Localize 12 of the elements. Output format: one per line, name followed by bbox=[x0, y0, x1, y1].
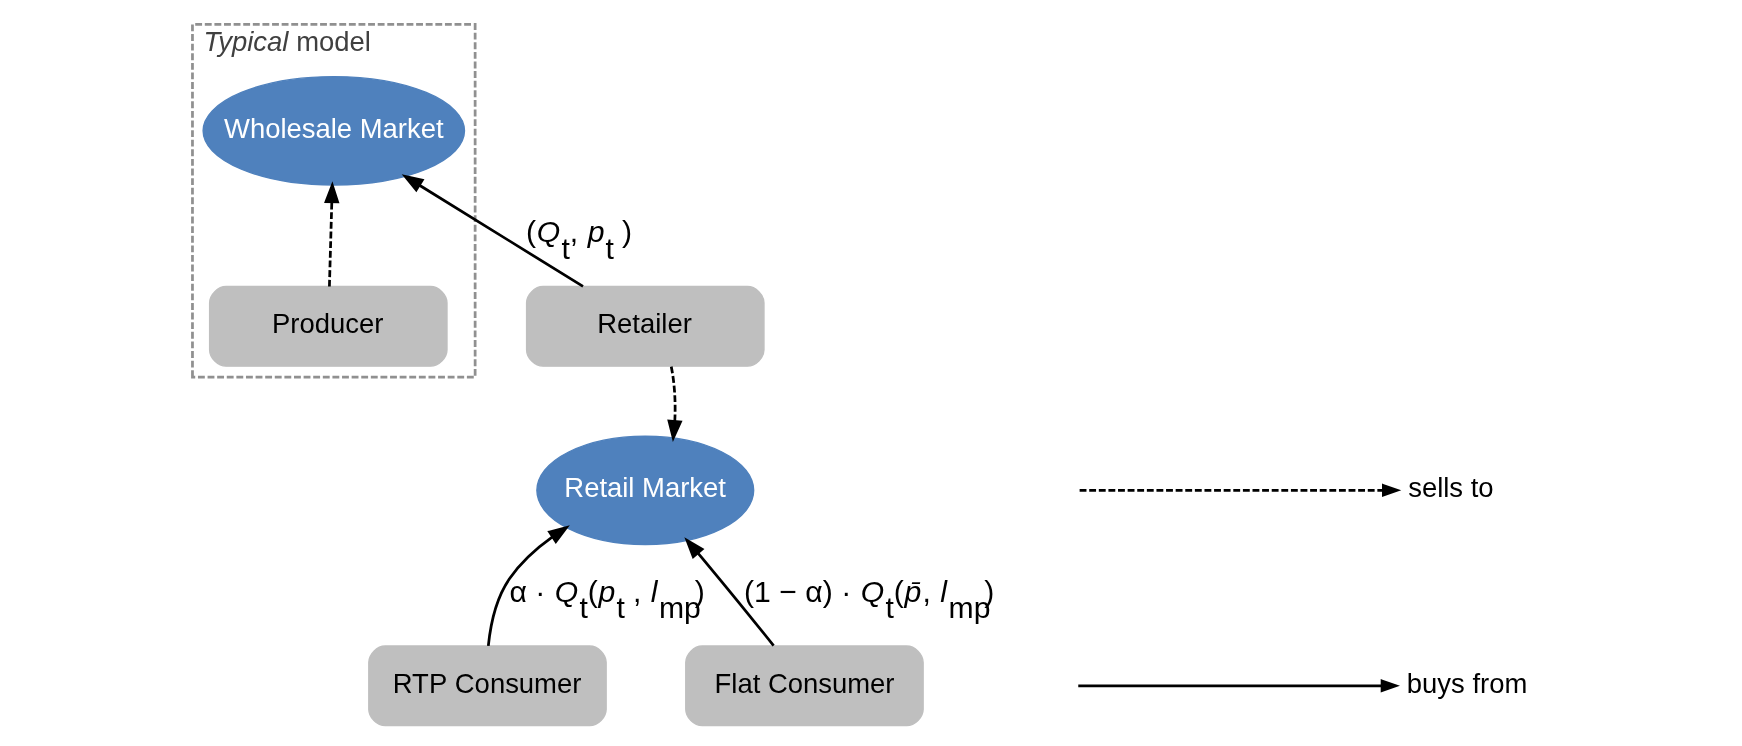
node-ellipse: Wholesale Market bbox=[202, 75, 466, 186]
node-box: RTP Consumer bbox=[368, 645, 607, 727]
arrow bbox=[684, 537, 775, 647]
arrow bbox=[324, 181, 340, 287]
arrow bbox=[667, 366, 683, 443]
node-box: Retailer bbox=[525, 285, 765, 367]
legend-label: buys from bbox=[1406, 667, 1528, 699]
arrow bbox=[401, 174, 584, 288]
legend-label: sells to bbox=[1408, 472, 1494, 504]
arrow bbox=[486, 525, 570, 647]
node-box: Producer bbox=[208, 285, 448, 367]
node-box: Flat Consumer bbox=[685, 645, 924, 727]
